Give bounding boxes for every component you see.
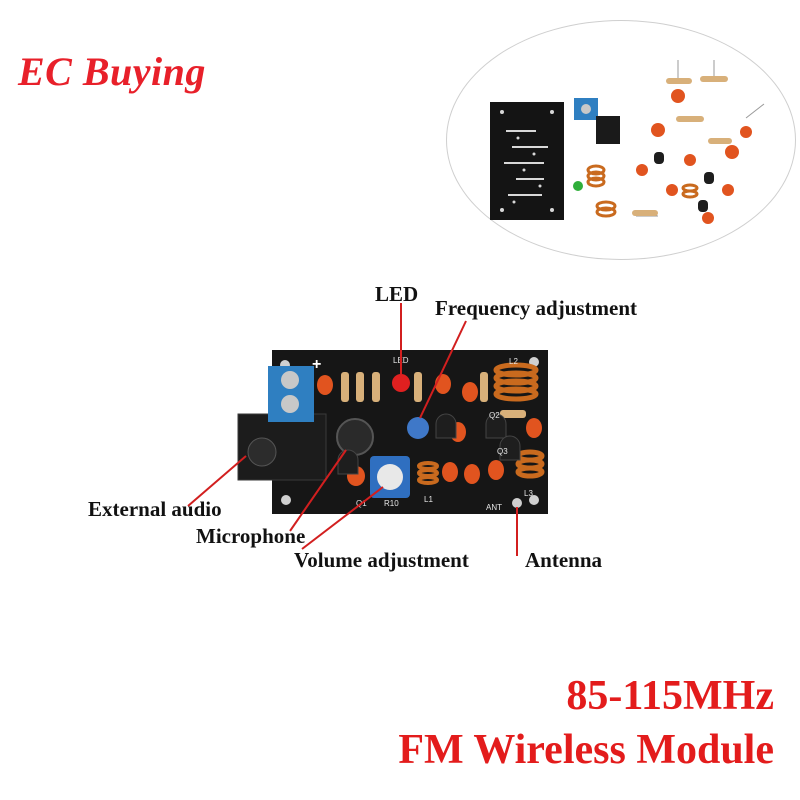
antenna-post [512, 498, 522, 508]
title-frequency-range: 85-115MHz [566, 673, 774, 719]
silk-q2: Q2 [489, 411, 500, 420]
silk-ant: ANT [486, 503, 502, 512]
led-component [392, 374, 410, 392]
silk-l3: L3 [524, 489, 533, 498]
callout-frequency [419, 320, 467, 419]
callout-volume [301, 486, 384, 550]
silk-q3: Q3 [497, 447, 508, 456]
kit-audio-jack [596, 116, 620, 144]
callout-microphone [289, 449, 347, 532]
kit-capacitors [636, 89, 752, 224]
label-antenna: Antenna [525, 548, 603, 572]
title-product-name: FM Wireless Module [398, 727, 774, 773]
kit-led [573, 181, 583, 191]
kit-resistors [632, 76, 732, 216]
label-frequency-adjustment: Frequency adjustment [435, 296, 638, 320]
silk-r10: R10 [384, 499, 399, 508]
coil-l2 [493, 362, 539, 402]
callout-lines [187, 303, 518, 556]
label-volume-adjustment: Volume adjustment [294, 548, 469, 572]
bare-pcb [490, 102, 564, 220]
silk-l2: L2 [509, 357, 518, 366]
pcb-resistors [341, 372, 526, 418]
kit-transistors [654, 152, 714, 212]
label-external-audio: External audio [88, 497, 222, 521]
coil-l1 [417, 461, 439, 485]
microphone-capsule [336, 418, 374, 456]
label-led: LED [375, 282, 419, 306]
kit-coils [586, 164, 699, 218]
silk-l1: L1 [424, 495, 433, 504]
silk-plus: + [312, 356, 321, 373]
frequency-trimmer [407, 417, 429, 439]
label-microphone: Microphone [196, 524, 306, 548]
kit-components-photo [490, 60, 765, 224]
brand-logo: EC Buying [18, 49, 206, 94]
callout-external-audio [187, 455, 247, 507]
